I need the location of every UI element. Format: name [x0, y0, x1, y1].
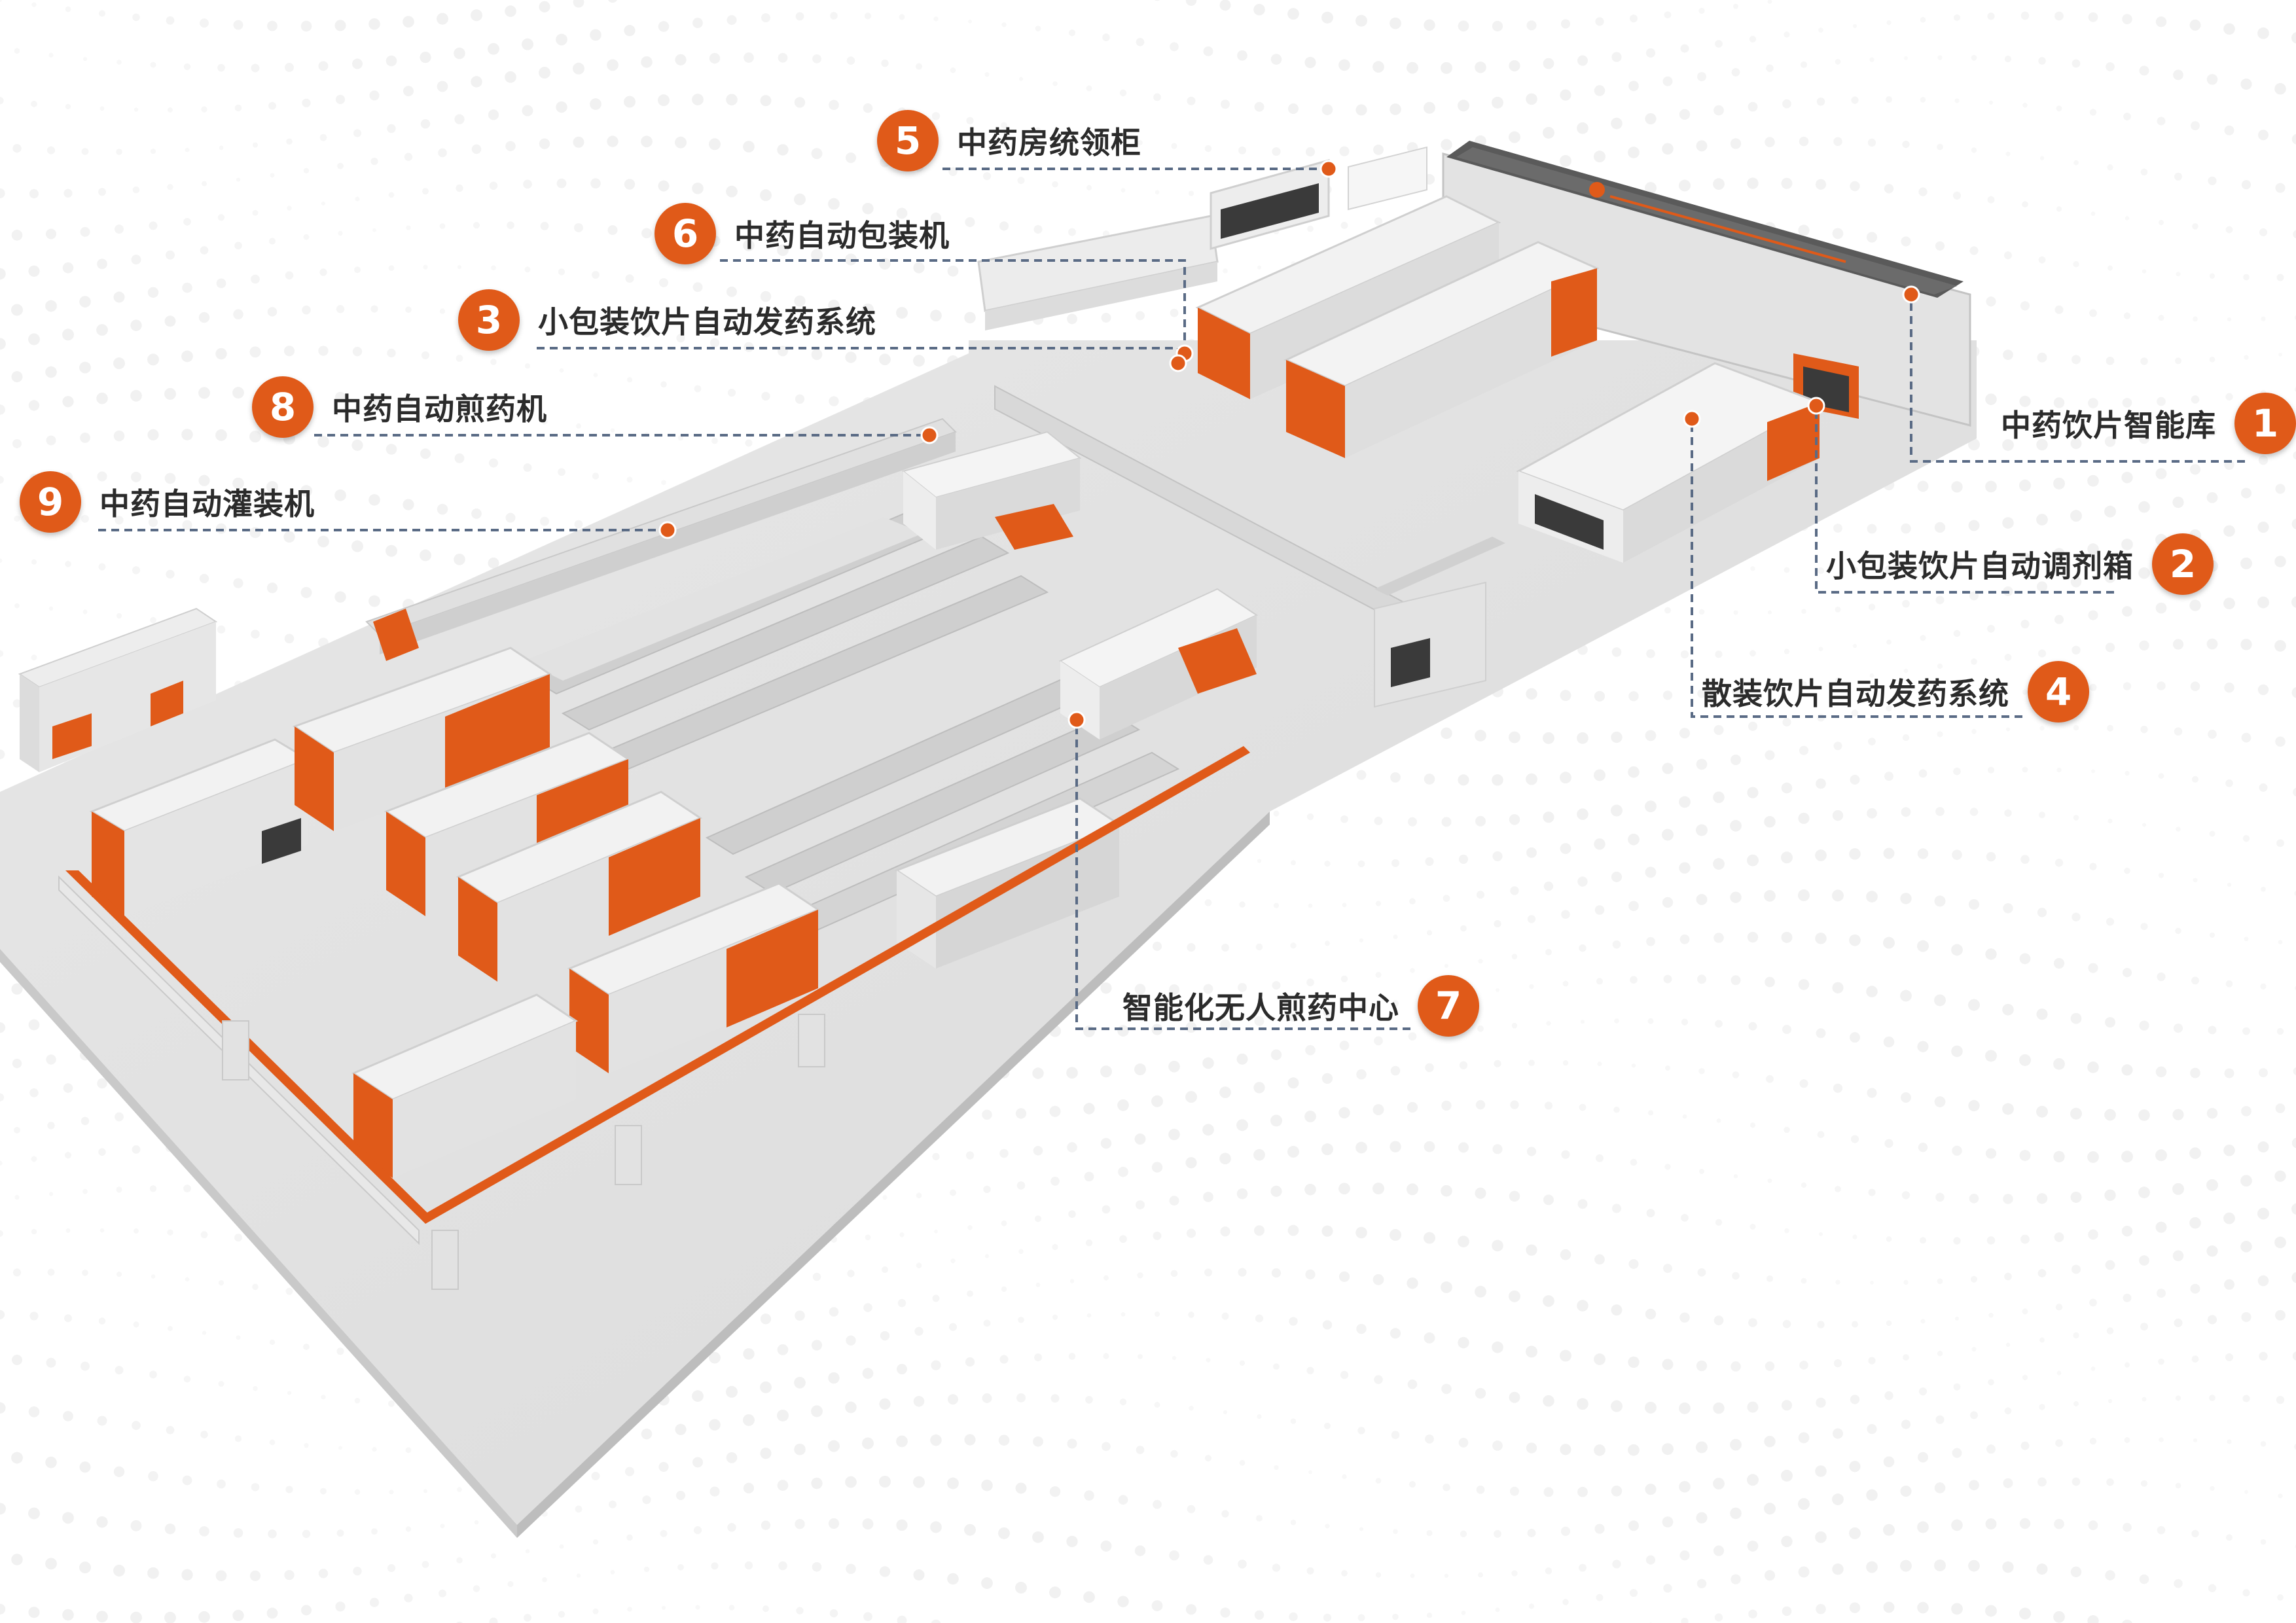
badge-1: 1: [2234, 393, 2296, 454]
callout-4: 4 散装饮片自动发药系统: [1702, 661, 2089, 722]
callout-7: 7 智能化无人煎药中心: [1122, 975, 1479, 1037]
callout-6: 6 中药自动包装机: [655, 203, 950, 264]
badge-9: 9: [20, 471, 81, 533]
leader-lines: [98, 168, 2245, 1030]
callout-5: 5 中药房统领柜: [877, 110, 1141, 171]
label-text-2: 小包装饮片自动调剂箱: [1826, 548, 2134, 584]
label-text-6: 中药自动包装机: [734, 218, 950, 253]
callout-2: 2 小包装饮片自动调剂箱: [1826, 533, 2214, 595]
badge-2: 2: [2152, 533, 2214, 595]
callout-3: 3 小包装饮片自动发药系统: [458, 289, 876, 351]
callout-8: 8 中药自动煎药机: [252, 376, 547, 438]
callout-9: 9 中药自动灌装机: [20, 471, 315, 533]
label-text-5: 中药房统领柜: [957, 125, 1141, 160]
front-walkway: [58, 746, 1250, 1290]
badge-7: 7: [1418, 975, 1479, 1037]
badge-6: 6: [655, 203, 716, 264]
smart-warehouse: [1442, 141, 1971, 427]
badge-4: 4: [2028, 661, 2089, 722]
label-text-7: 智能化无人煎药中心: [1122, 990, 1399, 1026]
label-text-9: 中药自动灌装机: [99, 486, 315, 522]
label-text-1: 中药饮片智能库: [2001, 408, 2216, 443]
label-text-4: 散装饮片自动发药系统: [1702, 676, 2009, 711]
back-machines: [1195, 195, 1822, 563]
label-text-3: 小包装饮片自动发药系统: [538, 304, 876, 340]
callout-1: 1 中药饮片智能库: [2001, 393, 2296, 454]
badge-3: 3: [458, 289, 520, 351]
leader-pins: [658, 160, 1920, 729]
badge-5: 5: [877, 110, 939, 171]
badge-8: 8: [252, 376, 314, 438]
cabinet-row: [977, 146, 1427, 330]
label-text-8: 中药自动煎药机: [332, 391, 547, 427]
decoction-machines: [89, 647, 1122, 1178]
